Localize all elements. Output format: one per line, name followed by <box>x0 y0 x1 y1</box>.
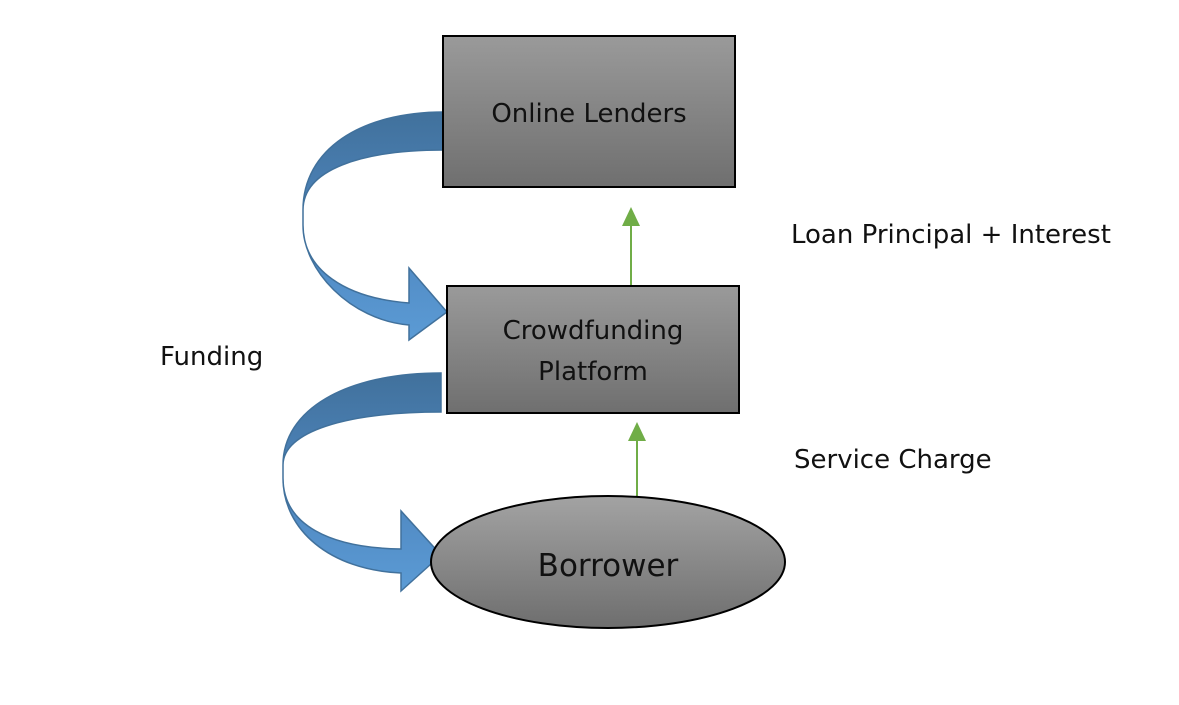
curved-arrow-platform-to-borrower <box>282 372 443 593</box>
node-crowdfunding-platform-label-line2: Platform <box>538 357 648 387</box>
arrow-borrower-to-platform-head <box>628 422 646 441</box>
curved-arrow-lenders-to-platform <box>302 111 449 342</box>
arrow-platform-to-lenders-head <box>622 207 640 226</box>
node-crowdfunding-platform-label-line1: Crowdfunding <box>503 316 684 346</box>
node-online-lenders-label: Online Lenders <box>491 99 686 129</box>
node-online-lenders <box>442 35 736 188</box>
node-borrower <box>430 495 786 629</box>
node-crowdfunding-platform <box>446 285 740 414</box>
label-funding: Funding <box>160 342 264 372</box>
label-loan-principal-interest: Loan Principal + Interest <box>791 220 1111 250</box>
node-borrower-label: Borrower <box>538 548 679 584</box>
label-service-charge: Service Charge <box>794 445 992 475</box>
